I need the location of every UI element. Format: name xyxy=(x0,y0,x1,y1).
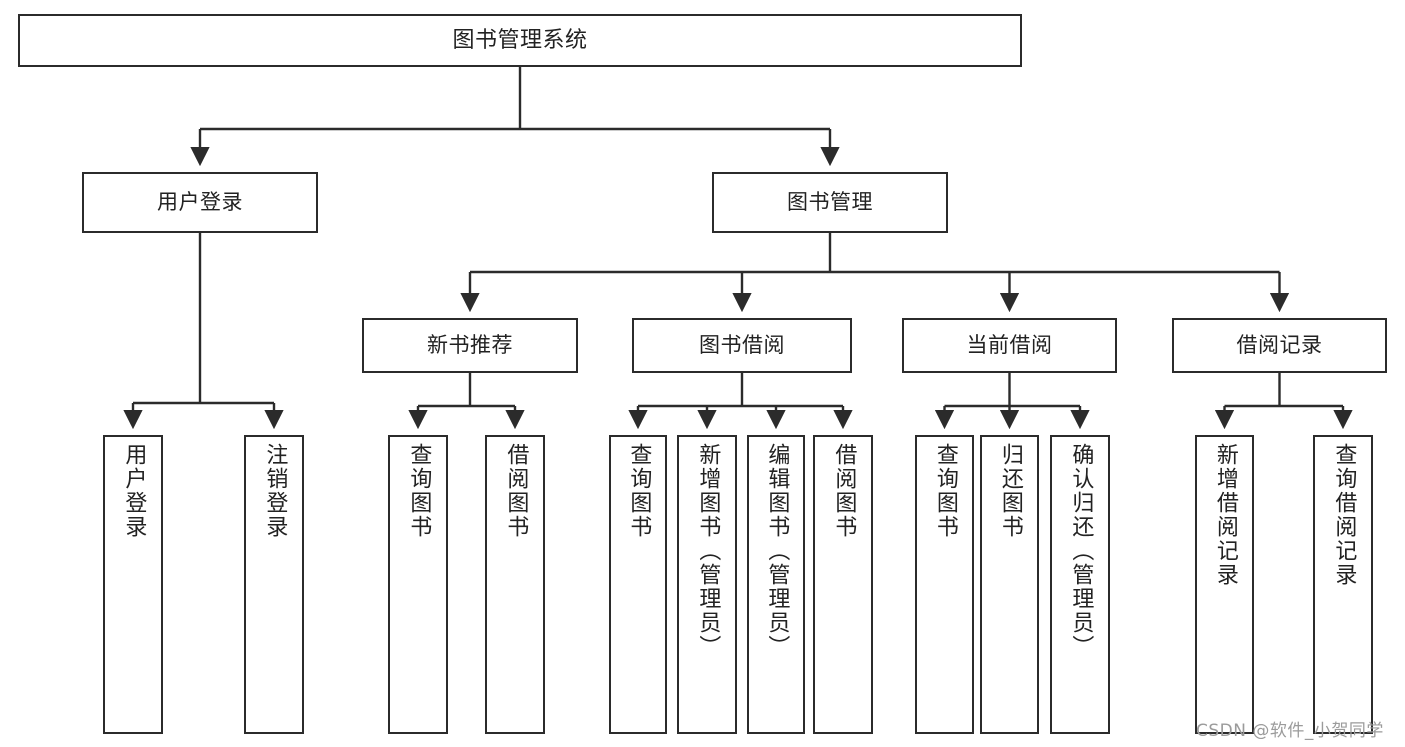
node-l3-图书借阅-label: 图书借阅 xyxy=(699,333,785,358)
node-l2-用户登录[interactable]: 用户登录 xyxy=(82,172,318,233)
node-leaf-图书借阅-编辑图书管理员[interactable]: 编辑图书（管理员） xyxy=(747,435,805,734)
node-leaf-新书推荐-查询图书[interactable]: 查询图书 xyxy=(388,435,448,734)
node-l2-用户登录-label: 用户登录 xyxy=(157,190,243,215)
csdn-watermark: CSDN @软件_小贺同学 xyxy=(1196,721,1384,741)
node-leaf-借阅记录-查询借阅记录-label: 查询借阅记录 xyxy=(1331,443,1357,587)
node-leaf-图书借阅-编辑图书管理员-label: 编辑图书（管理员） xyxy=(764,443,790,659)
node-leaf-当前借阅-归还图书-label: 归还图书 xyxy=(997,443,1023,539)
node-leaf-图书借阅-查询图书-label: 查询图书 xyxy=(626,443,652,539)
node-l3-借阅记录[interactable]: 借阅记录 xyxy=(1172,318,1387,373)
node-leaf-当前借阅-查询图书-label: 查询图书 xyxy=(932,443,958,539)
node-l2-图书管理[interactable]: 图书管理 xyxy=(712,172,948,233)
node-leaf-借阅记录-新增借阅记录[interactable]: 新增借阅记录 xyxy=(1195,435,1254,734)
node-leaf-图书借阅-借阅图书[interactable]: 借阅图书 xyxy=(813,435,873,734)
node-l3-当前借阅-label: 当前借阅 xyxy=(966,333,1053,358)
node-leaf-当前借阅-确认归还管理员-label: 确认归还（管理员） xyxy=(1068,443,1094,659)
node-root-图书管理系统[interactable]: 图书管理系统 xyxy=(18,14,1022,67)
node-leaf-用户登录-用户登录[interactable]: 用户登录 xyxy=(103,435,163,734)
node-l3-图书借阅[interactable]: 图书借阅 xyxy=(632,318,852,373)
node-leaf-当前借阅-查询图书[interactable]: 查询图书 xyxy=(915,435,974,734)
node-l3-借阅记录-label: 借阅记录 xyxy=(1236,333,1323,358)
node-l2-图书管理-label: 图书管理 xyxy=(787,190,873,215)
node-leaf-图书借阅-借阅图书-label: 借阅图书 xyxy=(831,443,857,539)
node-leaf-图书借阅-查询图书[interactable]: 查询图书 xyxy=(609,435,667,734)
node-leaf-新书推荐-借阅图书[interactable]: 借阅图书 xyxy=(485,435,545,734)
node-leaf-借阅记录-查询借阅记录[interactable]: 查询借阅记录 xyxy=(1313,435,1373,734)
node-l3-新书推荐[interactable]: 新书推荐 xyxy=(362,318,578,373)
node-leaf-图书借阅-新增图书管理员-label: 新增图书（管理员） xyxy=(695,443,721,659)
node-leaf-图书借阅-新增图书管理员[interactable]: 新增图书（管理员） xyxy=(677,435,737,734)
node-leaf-当前借阅-归还图书[interactable]: 归还图书 xyxy=(980,435,1039,734)
node-l3-当前借阅[interactable]: 当前借阅 xyxy=(902,318,1117,373)
node-leaf-用户登录-用户登录-label: 用户登录 xyxy=(121,443,147,539)
node-leaf-用户登录-注销登录-label: 注销登录 xyxy=(262,443,288,539)
node-l3-新书推荐-label: 新书推荐 xyxy=(427,333,513,358)
node-leaf-用户登录-注销登录[interactable]: 注销登录 xyxy=(244,435,304,734)
node-leaf-新书推荐-借阅图书-label: 借阅图书 xyxy=(503,443,529,539)
node-leaf-借阅记录-新增借阅记录-label: 新增借阅记录 xyxy=(1212,443,1238,587)
node-leaf-新书推荐-查询图书-label: 查询图书 xyxy=(406,443,432,539)
node-root-图书管理系统-label: 图书管理系统 xyxy=(452,27,588,53)
node-leaf-当前借阅-确认归还管理员[interactable]: 确认归还（管理员） xyxy=(1050,435,1110,734)
